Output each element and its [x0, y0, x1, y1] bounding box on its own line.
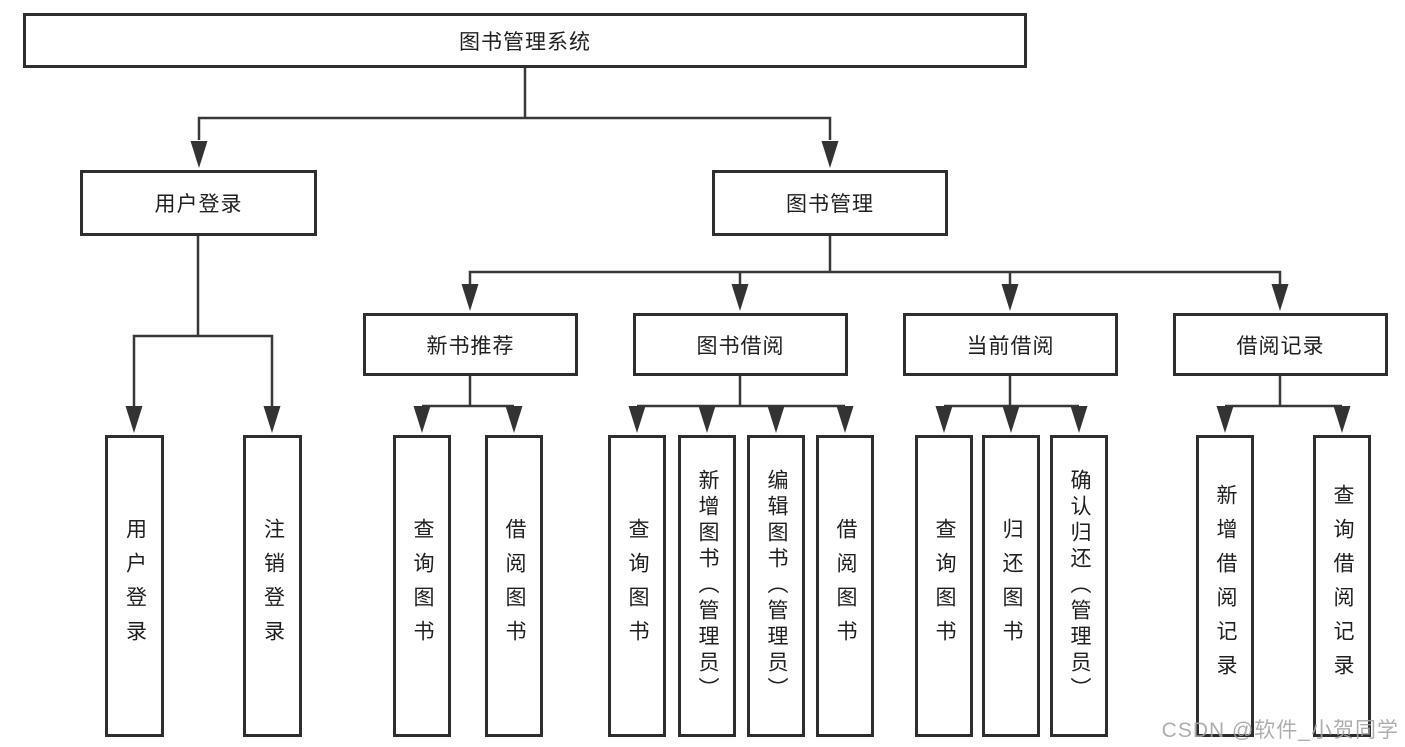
leaf-user-login-label: 用户登录 [123, 518, 147, 654]
arrowhead [1333, 406, 1351, 433]
arrowhead [1001, 284, 1019, 311]
connector-root-split [197, 116, 832, 140]
arrowhead [125, 406, 143, 433]
node-borrow-record-label: 借阅记录 [1236, 334, 1325, 358]
node-root: 图书管理系统 [23, 13, 1027, 68]
leaf-bb-query-books-label: 查询图书 [626, 518, 649, 654]
node-borrow-record: 借阅记录 [1173, 313, 1388, 376]
arrowhead [461, 284, 479, 311]
node-book-borrow: 图书借阅 [633, 313, 848, 376]
leaf-br-add-record-label: 新增借阅记录 [1214, 484, 1237, 688]
node-root-label: 图书管理系统 [459, 30, 591, 54]
arrowhead [821, 141, 839, 168]
arrowhead [767, 406, 785, 433]
leaf-br-add-record: 新增借阅记录 [1196, 435, 1254, 737]
leaf-bb-add-books-admin-label: 新增图书（管理员） [696, 469, 719, 703]
node-book-management: 图书管理 [712, 170, 948, 236]
arrowhead [1216, 406, 1234, 433]
connector-userlogin-split [132, 334, 274, 407]
node-current-borrow-label: 当前借阅 [966, 334, 1055, 358]
arrowhead [263, 406, 281, 433]
arrowhead [505, 406, 523, 433]
arrowhead [1002, 406, 1020, 433]
leaf-user-login: 用户登录 [105, 435, 164, 737]
arrowhead [1070, 406, 1088, 433]
leaf-bb-borrow-books: 借阅图书 [816, 435, 874, 737]
arrowhead [628, 406, 646, 433]
arrowhead [190, 141, 208, 168]
arrowhead [836, 406, 854, 433]
leaf-cb-return-books: 归还图书 [982, 435, 1040, 737]
leaf-br-query-record: 查询借阅记录 [1313, 435, 1371, 737]
node-new-book-recommend: 新书推荐 [363, 313, 578, 376]
node-user-login: 用户登录 [80, 170, 317, 236]
watermark: CSDN @软件_小贺同学 [1161, 719, 1399, 742]
arrowhead [935, 406, 953, 433]
arrowhead [413, 406, 431, 433]
leaf-nbr-query-books-label: 查询图书 [411, 518, 434, 654]
node-current-borrow: 当前借阅 [903, 313, 1118, 376]
node-new-book-recommend-label: 新书推荐 [426, 334, 515, 358]
leaf-nbr-borrow-books: 借阅图书 [485, 435, 543, 737]
leaf-bb-edit-books-admin-label: 编辑图书（管理员） [765, 469, 788, 703]
node-user-login-label: 用户登录 [154, 193, 243, 216]
arrowhead [1271, 284, 1289, 311]
leaf-logout-label: 注销登录 [261, 518, 285, 654]
leaf-nbr-query-books: 查询图书 [393, 435, 451, 737]
node-book-borrow-label: 图书借阅 [696, 334, 785, 358]
leaf-cb-confirm-return-admin: 确认归还（管理员） [1050, 435, 1108, 737]
leaf-nbr-borrow-books-label: 借阅图书 [503, 518, 526, 654]
leaf-logout: 注销登录 [243, 435, 302, 737]
leaf-bb-add-books-admin: 新增图书（管理员） [678, 435, 736, 737]
arrowhead [731, 284, 749, 311]
leaf-bb-edit-books-admin: 编辑图书（管理员） [747, 435, 805, 737]
leaf-cb-confirm-return-admin-label: 确认归还（管理员） [1068, 469, 1091, 703]
leaf-br-query-record-label: 查询借阅记录 [1331, 484, 1354, 688]
arrowhead [698, 406, 716, 433]
leaf-cb-query-books-label: 查询图书 [933, 518, 956, 654]
leaf-bb-query-books: 查询图书 [608, 435, 666, 737]
leaf-bb-borrow-books-label: 借阅图书 [834, 518, 857, 654]
leaf-cb-query-books: 查询图书 [915, 435, 973, 737]
connector-bookmgmt-split [468, 270, 1282, 284]
node-book-management-label: 图书管理 [786, 193, 874, 216]
leaf-cb-return-books-label: 归还图书 [1000, 518, 1023, 654]
